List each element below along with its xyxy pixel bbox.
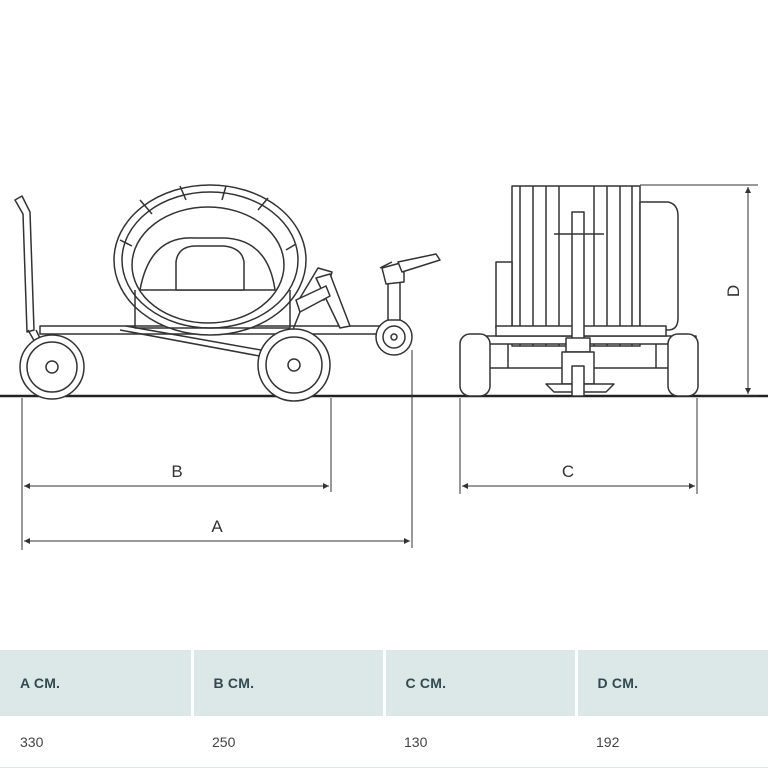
reel-arm xyxy=(291,267,351,333)
left-front-wheel xyxy=(459,333,491,397)
right-front-wheel xyxy=(667,333,699,397)
main-wheel xyxy=(257,328,331,402)
reel-drum xyxy=(113,184,307,336)
gear-box xyxy=(495,261,513,329)
dimension-lines xyxy=(21,184,758,550)
dim-label-b: B xyxy=(171,462,182,481)
header-d: D CM. xyxy=(576,650,768,716)
header-a: A CM. xyxy=(0,650,194,716)
table-row: 330 250 130 192 xyxy=(0,716,768,768)
sprinkler-gun xyxy=(379,253,441,321)
value-d: 192 xyxy=(576,716,768,768)
front-view xyxy=(459,185,699,397)
value-a: 330 xyxy=(0,716,192,768)
value-b: 250 xyxy=(192,716,384,768)
dim-label-a: A xyxy=(211,517,223,536)
side-view xyxy=(14,184,441,402)
header-c: C CM. xyxy=(384,650,578,716)
dim-label-d: D xyxy=(724,285,743,297)
machine-diagram: B A C D xyxy=(0,184,768,550)
front-wheel xyxy=(19,334,85,400)
dimensions-table: A CM. B CM. C CM. D CM. 330 250 130 192 xyxy=(0,650,768,768)
side-cover xyxy=(639,201,679,331)
central-post xyxy=(545,211,615,397)
sprinkler-wheel xyxy=(375,318,413,356)
value-c: 130 xyxy=(384,716,576,768)
table-header-row: A CM. B CM. C CM. D CM. xyxy=(0,650,768,716)
header-b: B CM. xyxy=(192,650,386,716)
dim-label-c: C xyxy=(562,462,574,481)
